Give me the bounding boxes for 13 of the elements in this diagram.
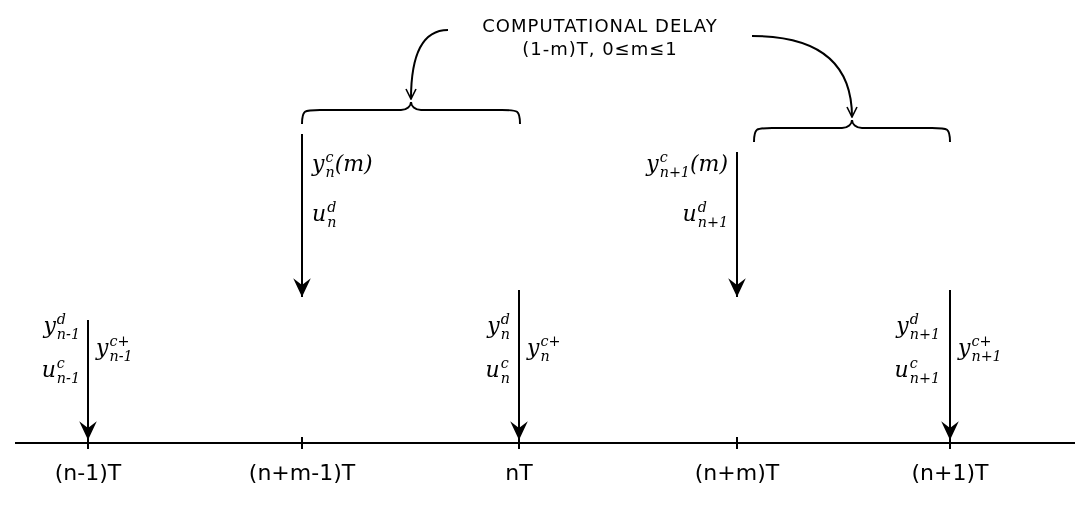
time-label: nT <box>505 462 533 484</box>
time-label: (n+m)T <box>694 462 780 484</box>
signal-label: y$^{c}$$_{n}$(m) <box>312 150 373 180</box>
time-label: (n+1)T <box>911 462 989 484</box>
curly-brace <box>300 100 522 126</box>
time-label: (n-1)T <box>54 462 122 484</box>
time-label: (n+m-1)T <box>248 462 356 484</box>
annotation-formula: (1-m)T, 0≤m≤1 <box>521 37 679 61</box>
signal-label: y$^{c}$$_{n+1}$(m) <box>646 150 728 180</box>
leader-arrow <box>405 29 449 100</box>
leader-arrow <box>751 35 858 118</box>
curly-brace <box>752 118 952 144</box>
annotation-heading: COMPUTATIONAL DELAY <box>481 14 719 38</box>
